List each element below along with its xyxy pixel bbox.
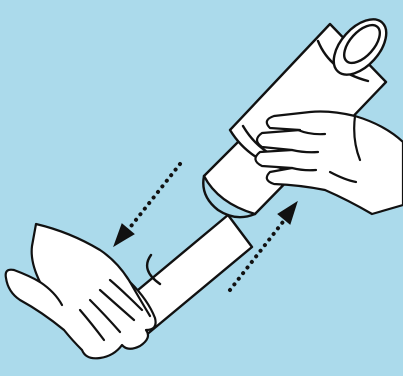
illustration-canvas [0,0,403,376]
telescope-illustration [0,0,403,376]
